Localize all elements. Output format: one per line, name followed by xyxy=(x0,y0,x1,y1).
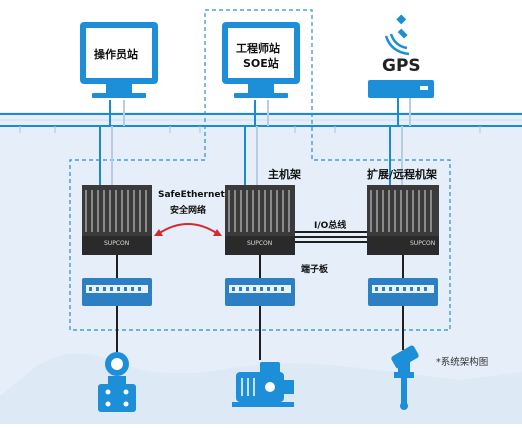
terminal-board-left xyxy=(82,278,152,306)
rack-brand-left: SUPCON xyxy=(104,240,130,247)
expansion-rack-label: 扩展/远程机架 xyxy=(367,168,438,181)
pressure-transmitter-icon xyxy=(98,352,136,412)
gps-label: GPS xyxy=(382,56,421,76)
engineer-station-label-line2: SOE站 xyxy=(243,57,279,70)
diagram-caption: *系统架构图 xyxy=(436,357,489,368)
rack-brand-expansion: SUPCON xyxy=(410,240,436,247)
operator-station-monitor xyxy=(80,22,158,98)
io-bus-label: I/O总线 xyxy=(314,221,347,231)
satellite-icon xyxy=(384,14,410,56)
motor-icon xyxy=(232,362,294,407)
terminal-board-expansion xyxy=(368,278,438,306)
main-rack-label: 主机架 xyxy=(268,168,301,181)
engineer-station-monitor xyxy=(222,22,300,98)
gps-device xyxy=(368,14,434,98)
safe-ethernet-label-line1: SafeEthernet xyxy=(158,190,225,200)
rack-expansion xyxy=(367,185,439,255)
safe-ethernet-link xyxy=(157,223,219,235)
rack-brand-main: SUPCON xyxy=(247,240,273,247)
terminal-board-label: 端子板 xyxy=(301,265,329,275)
safe-ethernet-label-line2: 安全网络 xyxy=(170,206,207,216)
rack-main xyxy=(225,185,295,255)
dashed-boundary xyxy=(69,9,451,331)
engineer-station-label-line1: 工程师站 xyxy=(236,42,280,55)
terminal-board-main xyxy=(225,278,295,306)
operator-station-label: 操作员站 xyxy=(94,48,138,61)
temperature-sensor-icon xyxy=(391,345,419,410)
rack-left xyxy=(82,185,152,255)
io-bus-lines xyxy=(295,231,367,243)
